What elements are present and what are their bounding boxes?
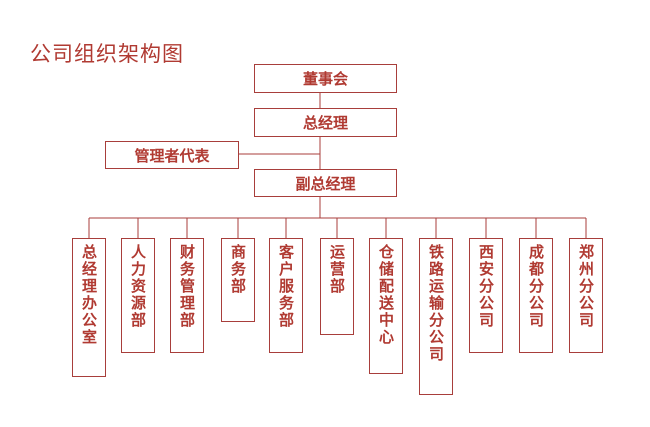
dept-chengdu-branch: 成都分公司 xyxy=(519,238,553,353)
dept-xian-branch: 西安分公司 xyxy=(469,238,503,353)
dept-warehouse-distribution: 仓储配送中心 xyxy=(369,238,403,374)
dept-operations: 运营部 xyxy=(320,238,354,335)
dept-railway-transport: 铁路运输分公司 xyxy=(419,238,453,395)
dept-gm-office: 总经理办公室 xyxy=(72,238,106,377)
dept-zhengzhou-branch: 郑州分公司 xyxy=(569,238,603,353)
dept-commerce: 商务部 xyxy=(221,238,255,322)
node-deputy-gm: 副总经理 xyxy=(254,169,397,197)
node-board: 董事会 xyxy=(254,64,397,93)
dept-customer-service: 客户服务部 xyxy=(269,238,303,353)
dept-finance: 财务管理部 xyxy=(170,238,204,353)
dept-human-resources: 人力资源部 xyxy=(121,238,155,353)
node-management-rep: 管理者代表 xyxy=(105,141,239,169)
node-gm: 总经理 xyxy=(254,108,397,137)
page-title: 公司组织架构图 xyxy=(30,42,184,66)
